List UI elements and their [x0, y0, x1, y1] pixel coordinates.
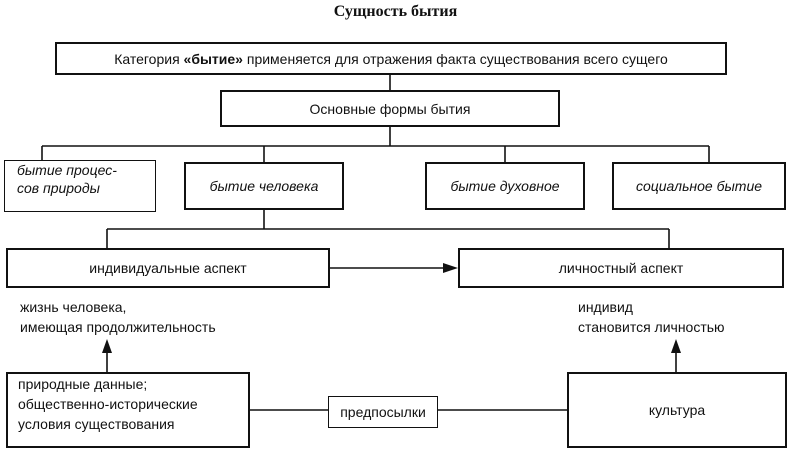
- prerequisites-box: предпосылки: [328, 396, 438, 428]
- category-definition-box: Категория «бытие» применяется для отраже…: [55, 42, 727, 75]
- personal-aspect-label: личностный аспект: [558, 260, 684, 276]
- natural-data-line1: природные данные;: [18, 376, 148, 392]
- form-spiritual-label: бытие духовное: [450, 178, 560, 194]
- form-human-box: бытие человека: [184, 162, 344, 210]
- culture-label: культура: [648, 402, 706, 418]
- form-social-box: социальное бытие: [612, 162, 786, 210]
- life-note: жизнь человека, имеющая продолжительност…: [20, 297, 216, 337]
- main-forms-box: Основные формы бытия: [220, 90, 560, 127]
- form-human-label: бытие человека: [209, 178, 319, 194]
- category-text-before: Категория: [114, 50, 184, 67]
- natural-data-line2: общественно-исторические: [18, 396, 198, 412]
- personal-aspect-box: личностный аспект: [458, 248, 784, 288]
- form-nature-box: бытие процес- сов природы: [4, 160, 156, 212]
- natural-data-line3: условия существования: [18, 416, 175, 432]
- main-forms-label: Основные формы бытия: [309, 100, 471, 117]
- life-note-line1: жизнь человека,: [20, 299, 127, 315]
- category-text-after: применяется для отражения факта существо…: [242, 50, 668, 67]
- diagram-title: Сущность бытия: [333, 3, 458, 20]
- life-note-line2: имеющая продолжительность: [20, 319, 216, 335]
- form-nature-line1: бытие процес-: [17, 162, 117, 178]
- individ-note: индивид становится личностью: [578, 297, 725, 337]
- individ-note-line2: становится личностью: [578, 319, 725, 335]
- form-nature-line2: сов природы: [17, 180, 100, 196]
- category-keyword: «бытие»: [183, 50, 243, 67]
- individual-aspect-label: индивидуальные аспект: [89, 260, 247, 276]
- natural-data-box: природные данные; общественно-историческ…: [6, 372, 250, 448]
- individ-note-line1: индивид: [578, 299, 633, 315]
- form-spiritual-box: бытие духовное: [425, 162, 585, 210]
- form-social-label: социальное бытие: [635, 178, 763, 194]
- individual-aspect-box: индивидуальные аспект: [6, 248, 330, 288]
- prerequisites-label: предпосылки: [340, 404, 426, 420]
- culture-box: культура: [567, 372, 787, 448]
